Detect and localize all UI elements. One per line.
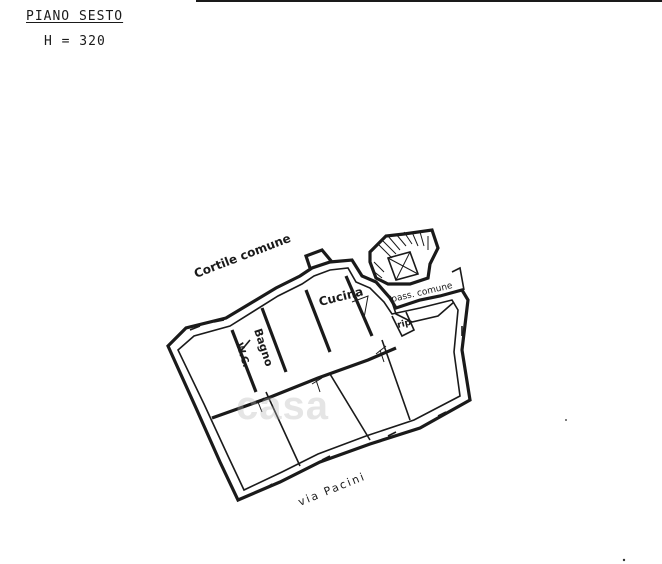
- scan-speck: [565, 419, 567, 421]
- partition-wall: [211, 346, 397, 420]
- door-swing: [311, 377, 323, 393]
- partition-wall: [329, 373, 371, 441]
- door-swing: [253, 397, 265, 413]
- partition-wall: [381, 339, 411, 421]
- partition-wall: [265, 391, 301, 467]
- partition-wall: [304, 289, 332, 353]
- passage-wall: [389, 295, 455, 323]
- inner-wall: [177, 267, 461, 492]
- passage-wall: [451, 266, 465, 291]
- door-swing: [375, 345, 387, 363]
- top-border-line: [196, 0, 662, 2]
- street-label: via Pacini: [296, 470, 367, 509]
- rip-label: rip: [396, 318, 413, 331]
- ceiling-height-label: H = 320: [44, 34, 106, 49]
- window-marks: [189, 273, 467, 489]
- partition-wall: [260, 307, 288, 373]
- alcove-wall: [303, 248, 334, 269]
- staircase: [368, 228, 440, 286]
- scan-speck: [622, 558, 626, 562]
- floor-title: PIANO SESTO: [26, 9, 124, 24]
- watermark-logo: casa: [236, 384, 329, 428]
- wc-label: W.C.: [233, 342, 251, 369]
- partition-wall: [344, 275, 374, 337]
- rip-wall: [391, 311, 416, 338]
- partition-wall: [230, 329, 258, 393]
- partition-wall: [239, 339, 251, 353]
- courtyard-label: Cortile comune: [192, 231, 293, 281]
- door-swing: [351, 295, 369, 319]
